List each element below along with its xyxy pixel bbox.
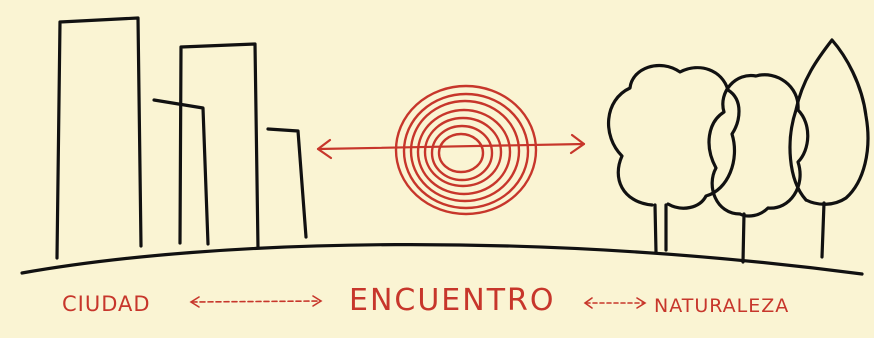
second-building bbox=[178, 42, 260, 250]
tree-middle-trunk bbox=[741, 212, 746, 264]
third-building bbox=[152, 98, 210, 246]
nature-trees bbox=[607, 38, 870, 264]
tree-right-crown bbox=[788, 38, 870, 206]
tree-left-trunk bbox=[653, 203, 658, 254]
tall-building bbox=[55, 16, 143, 260]
tree-right-trunk bbox=[820, 201, 826, 259]
arrow-city-encounter bbox=[189, 295, 323, 308]
label-arrows bbox=[189, 295, 647, 309]
city-buildings bbox=[55, 16, 308, 260]
tree-middle-crown bbox=[707, 73, 810, 218]
label-nature: NATURALEZA bbox=[654, 295, 790, 317]
encounter-spiral bbox=[394, 84, 538, 216]
double-arrow bbox=[316, 133, 586, 160]
label-city: CIUDAD bbox=[62, 292, 151, 316]
tree-left-crown bbox=[607, 63, 741, 210]
short-building bbox=[266, 127, 308, 239]
arrow-encounter-nature bbox=[583, 297, 647, 309]
label-encounter: ENCUENTRO bbox=[349, 283, 556, 318]
ground-line bbox=[20, 243, 864, 276]
